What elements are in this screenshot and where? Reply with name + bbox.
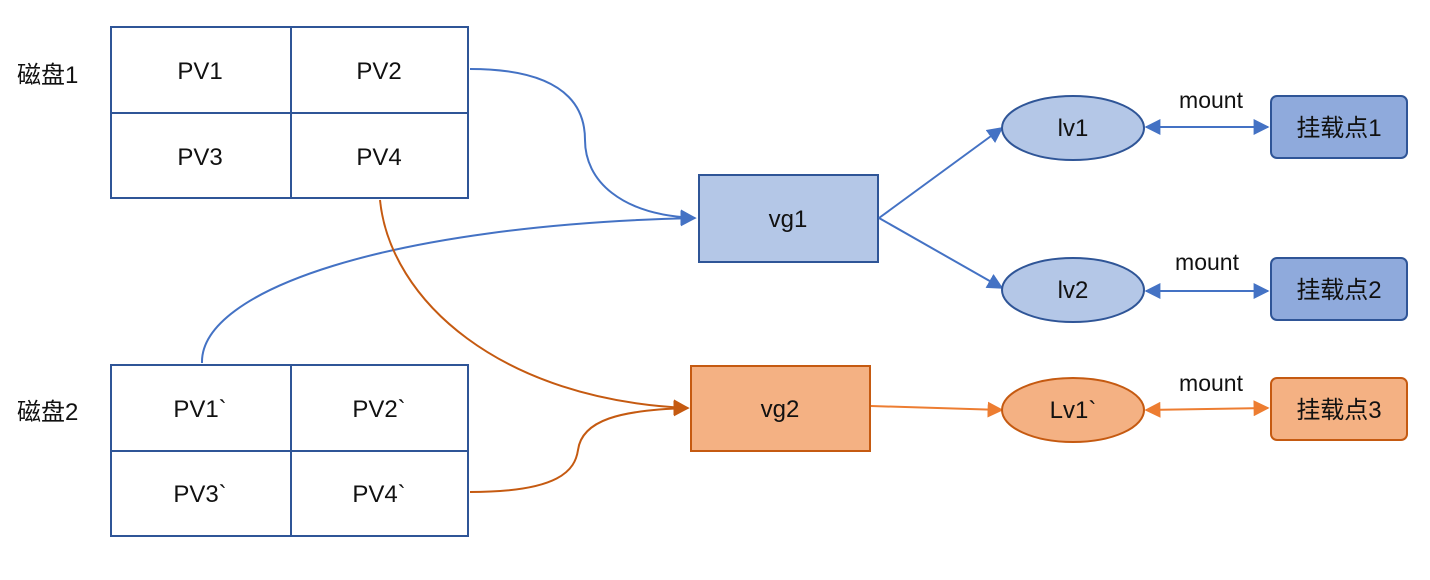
vg1-node: vg1 <box>698 174 879 263</box>
disk2-grid: PV1` PV2` PV3` PV4` <box>110 364 469 537</box>
mount-point-2-node: 挂载点2 <box>1270 257 1408 321</box>
disk1-label: 磁盘1 <box>17 62 78 89</box>
mount-arrow-3 <box>1144 400 1270 418</box>
edge-pv4prime-to-vg2 <box>469 400 690 493</box>
edge-pv1prime-to-vg1 <box>200 210 697 364</box>
lv2-label: lv2 <box>1058 277 1089 304</box>
lv1prime-node: Lv1` <box>1001 377 1145 443</box>
mount-point-3-label: 挂载点3 <box>1296 397 1381 424</box>
edge-vg2-to-lv1prime <box>870 401 1004 418</box>
edge-vg1-to-lv2 <box>878 217 1004 289</box>
disk2-label: 磁盘2 <box>17 399 78 426</box>
disk2-pv1: PV1` <box>173 396 226 423</box>
lv1-label: lv1 <box>1058 115 1089 142</box>
mount-point-2-label: 挂载点2 <box>1296 277 1381 304</box>
vg1-label: vg1 <box>769 206 808 233</box>
lv1-node: lv1 <box>1001 95 1145 161</box>
mount-point-1-label: 挂载点1 <box>1296 115 1381 142</box>
edge-pv4-to-vg2 <box>379 199 690 416</box>
disk2-pv4: PV4` <box>352 481 405 508</box>
vg2-node: vg2 <box>690 365 871 452</box>
disk2-pv3: PV3` <box>173 481 226 508</box>
lv1prime-label: Lv1` <box>1050 397 1097 424</box>
edge-vg1-to-lv1 <box>878 127 1004 219</box>
lv2-node: lv2 <box>1001 257 1145 323</box>
disk1-pv2: PV2 <box>356 58 401 85</box>
mount-point-3-node: 挂载点3 <box>1270 377 1408 441</box>
disk2-pv2: PV2` <box>352 396 405 423</box>
mount-label-1: mount <box>1179 87 1244 113</box>
mount-label-2: mount <box>1175 249 1240 275</box>
disk1-pv1: PV1 <box>177 58 222 85</box>
disk1-grid: PV1 PV2 PV3 PV4 <box>110 26 469 199</box>
disk1-pv3: PV3 <box>177 144 222 171</box>
vg2-label: vg2 <box>761 396 800 423</box>
disk1-pv4: PV4 <box>356 144 401 171</box>
mount-label-3: mount <box>1179 370 1244 396</box>
edge-pv2-to-vg1 <box>469 68 697 226</box>
mount-point-1-node: 挂载点1 <box>1270 95 1408 159</box>
